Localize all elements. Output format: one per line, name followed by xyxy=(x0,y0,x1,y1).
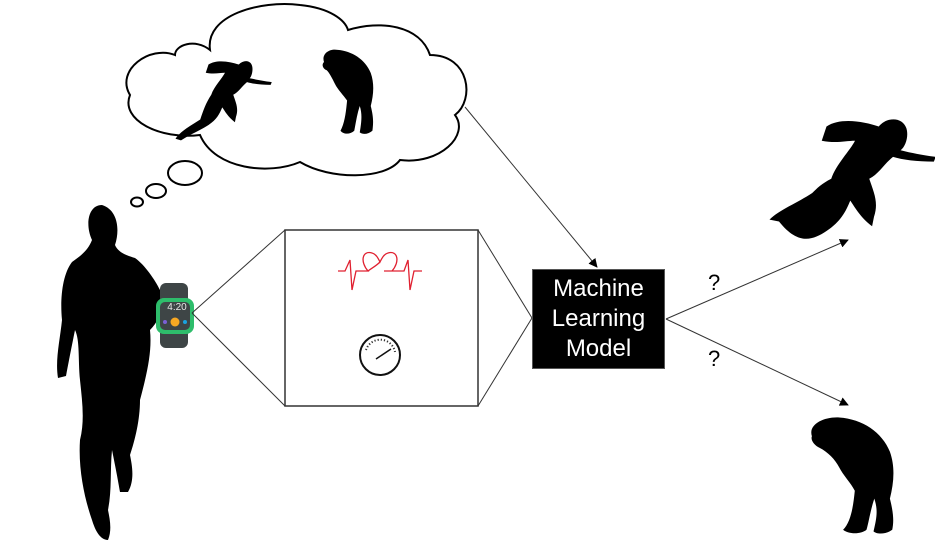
thought-cloud-icon xyxy=(125,3,468,208)
lower-output-question-mark: ? xyxy=(708,346,721,371)
sprinter-icon xyxy=(769,119,935,239)
runner-icon xyxy=(57,205,162,540)
watch-time-display: 4:20 xyxy=(167,302,187,313)
cloud-sprinter-icon xyxy=(175,61,272,141)
exhausted-person-icon xyxy=(811,417,894,534)
zoom-line-bottom-left xyxy=(191,312,286,407)
output-arrow-sprint xyxy=(665,239,849,320)
zoom-line-bottom-right xyxy=(477,317,533,407)
zoom-line-top-left xyxy=(191,229,286,314)
cloud-to-model-arrow xyxy=(464,106,598,268)
heartbeat-icon xyxy=(338,251,422,291)
cloud-exhausted-person-icon xyxy=(322,49,374,134)
watch-icon xyxy=(156,283,194,348)
zoom-line-top-right xyxy=(477,229,533,319)
upper-output-question-mark: ? xyxy=(708,270,721,295)
model-label-line-3: Model xyxy=(565,335,632,362)
output-arrow-exhausted xyxy=(665,318,849,406)
sensor-box xyxy=(284,229,479,407)
model-label-line-2: Learning xyxy=(551,305,646,332)
speedometer-icon xyxy=(359,334,401,376)
model-label-line-1: Machine xyxy=(553,275,644,302)
machine-learning-model-box: Machine Learning Model xyxy=(532,269,665,369)
